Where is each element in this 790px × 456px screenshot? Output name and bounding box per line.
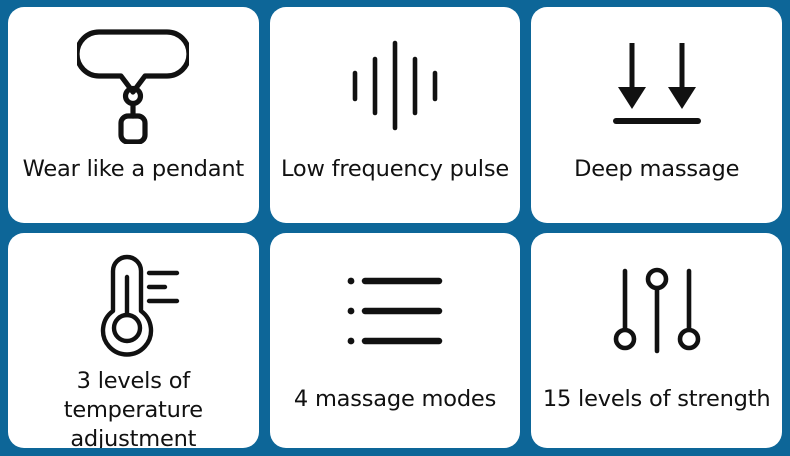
icon-wrap bbox=[531, 233, 782, 371]
feature-caption: 4 massage modes bbox=[293, 385, 497, 412]
icon-wrap bbox=[270, 233, 521, 371]
feature-card-temperature[interactable]: 3 levels of temperature adjustment bbox=[8, 232, 259, 449]
feature-caption: Low frequency pulse bbox=[280, 156, 509, 182]
feature-caption: 15 levels of strength bbox=[542, 385, 771, 412]
feature-card-low-frequency-pulse[interactable]: Low frequency pulse bbox=[269, 7, 521, 223]
pendant-necklace-icon bbox=[77, 29, 190, 144]
feature-caption: Wear like a pendant bbox=[22, 156, 245, 182]
strength-sliders-icon bbox=[613, 267, 700, 353]
feature-card-massage-modes[interactable]: 4 massage modes bbox=[269, 232, 521, 448]
icon-wrap bbox=[531, 7, 782, 149]
icon-wrap bbox=[8, 7, 259, 149]
thermometer-icon bbox=[101, 254, 180, 357]
low-frequency-pulse-icon bbox=[352, 40, 438, 131]
icon-wrap bbox=[270, 7, 521, 149]
feature-card-deep-massage[interactable]: Deep massage bbox=[531, 7, 782, 223]
massage-modes-list-icon bbox=[347, 277, 443, 344]
icon-wrap bbox=[8, 233, 259, 365]
deep-massage-arrows-icon bbox=[612, 43, 701, 124]
feature-caption: 3 levels of temperature adjustment bbox=[63, 367, 203, 449]
feature-card-strength[interactable]: 15 levels of strength bbox=[531, 232, 782, 448]
feature-caption: Deep massage bbox=[574, 156, 740, 182]
feature-card-pendant[interactable]: Wear like a pendant bbox=[8, 7, 259, 223]
